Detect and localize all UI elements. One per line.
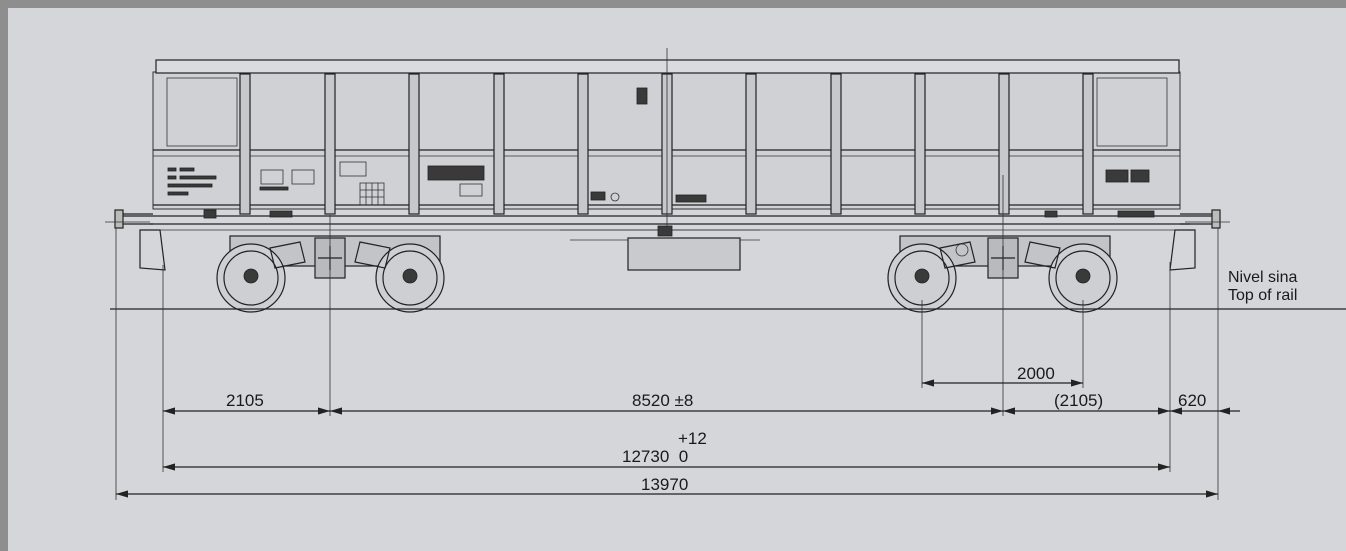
- rail-label-en: Top of rail: [1228, 287, 1297, 304]
- dim-wheelbase: 2000: [1017, 364, 1055, 383]
- dim-end-right: (2105): [1054, 391, 1103, 410]
- dim-over-frames-tolerance: +12: [678, 429, 707, 448]
- dim-end-left: 2105: [226, 391, 264, 410]
- wagon-body: [120, 48, 1220, 231]
- body-markings: [167, 87, 1155, 219]
- dim-over-buffers: 13970: [641, 475, 688, 494]
- dim-bogie-centers: 8520 ±8: [632, 391, 693, 410]
- dimension-lines: [116, 379, 1240, 498]
- bogie-left: [216, 235, 445, 313]
- extension-lines: [115, 175, 1219, 500]
- rail-label-ro: Nivel sina: [1228, 269, 1297, 286]
- dim-overhang: 620: [1178, 391, 1206, 410]
- dim-over-frames: 12730 0: [622, 447, 688, 466]
- buffers: [105, 209, 1230, 271]
- underframe-center: [560, 225, 760, 271]
